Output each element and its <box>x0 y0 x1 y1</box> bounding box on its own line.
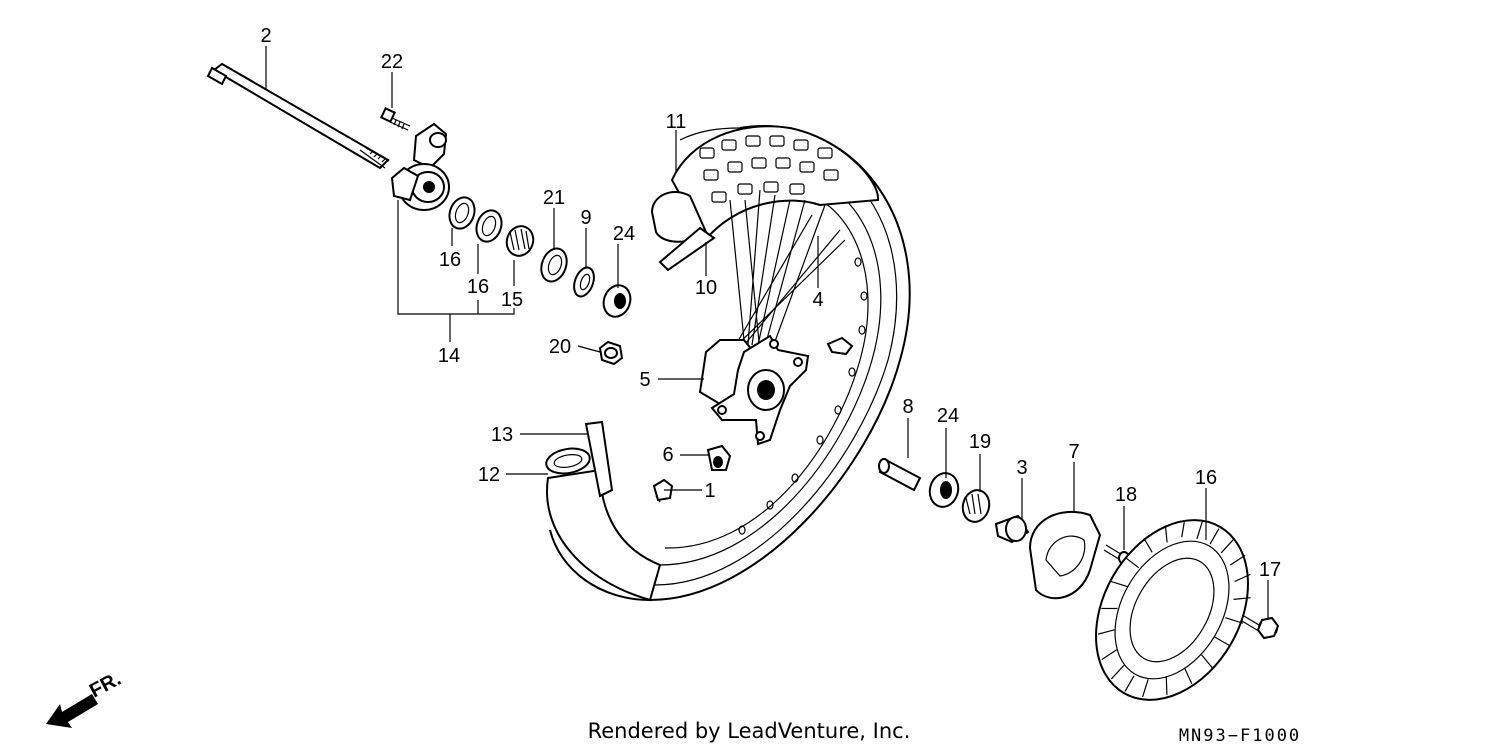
callout-8: 8 <box>902 396 913 418</box>
disc-cover-part-7[interactable] <box>1028 510 1102 600</box>
callout-14: 14 <box>438 345 460 367</box>
callout-24a: 24 <box>613 223 635 245</box>
diagram-code: MN93−F1000 <box>1179 726 1301 746</box>
rim-band-part-10[interactable] <box>658 226 716 272</box>
callout-2: 2 <box>260 25 271 47</box>
front-direction-indicator: FR. <box>46 668 125 728</box>
callout-24b: 24 <box>937 405 959 427</box>
callout-11: 11 <box>666 111 687 133</box>
bolt-part-18[interactable] <box>1241 615 1280 640</box>
bolt-part-23[interactable] <box>380 107 411 131</box>
callout-13: 13 <box>491 424 513 446</box>
callout-12: 12 <box>478 464 500 486</box>
bearing-part-21[interactable] <box>959 487 992 525</box>
tire-part-11[interactable] <box>650 125 880 243</box>
valve-nut <box>826 336 854 356</box>
brake-disc-part-17[interactable] <box>1065 493 1279 727</box>
callout-18: 17 <box>1259 559 1281 581</box>
seal-part-16a[interactable] <box>445 194 478 232</box>
callout-21: 19 <box>969 431 991 453</box>
callout-7: 7 <box>1068 441 1079 463</box>
nut-part-20[interactable] <box>598 340 624 366</box>
speedometer-gearbox-part-14[interactable] <box>390 122 450 211</box>
callout-3: 3 <box>1016 457 1027 479</box>
leader-lines <box>265 46 1269 618</box>
callout-4: 4 <box>812 289 823 311</box>
callout-6: 6 <box>662 444 673 466</box>
cap-part-6[interactable] <box>706 444 732 471</box>
ring-part-22[interactable] <box>537 245 571 285</box>
callout-23: 22 <box>381 51 403 73</box>
retainer-part-9[interactable] <box>570 265 597 299</box>
callout-20: 20 <box>549 336 571 358</box>
tube-part-12[interactable] <box>544 445 662 602</box>
disc-vent-pattern <box>1097 520 1251 698</box>
strip-part-13[interactable] <box>584 420 614 498</box>
collar-part-8[interactable] <box>878 458 922 492</box>
callout-1: 1 <box>704 480 715 502</box>
callout-17: 16 <box>1195 467 1217 489</box>
callout-19: 18 <box>1115 484 1137 506</box>
callout-10: 10 <box>695 277 717 299</box>
tire-tread <box>699 135 839 203</box>
spacer-part-3[interactable] <box>994 514 1030 544</box>
spokes <box>727 189 846 359</box>
callout-16b: 16 <box>467 276 489 298</box>
render-credit: Rendered by LeadVenture, Inc. <box>588 719 911 743</box>
front-arrow-icon <box>46 694 98 728</box>
callout-9: 9 <box>580 207 591 229</box>
gear-part-15[interactable] <box>503 222 538 259</box>
callout-labels: 2 22 11 21 9 24 16 16 15 14 10 4 20 5 13… <box>260 25 1281 581</box>
axle-part-2[interactable] <box>206 62 390 170</box>
callout-22: 21 <box>543 187 565 209</box>
nipple-part-1[interactable] <box>652 478 674 503</box>
seal-part-16b[interactable] <box>472 207 505 245</box>
bearing-part-24b[interactable] <box>926 470 962 510</box>
bearing-part-24a[interactable] <box>599 282 634 321</box>
callout-5: 5 <box>639 369 650 391</box>
hub-part-5[interactable] <box>698 334 810 446</box>
callout-15: 15 <box>501 289 523 311</box>
rim-holes <box>738 257 868 535</box>
callout-16a: 16 <box>439 249 461 271</box>
